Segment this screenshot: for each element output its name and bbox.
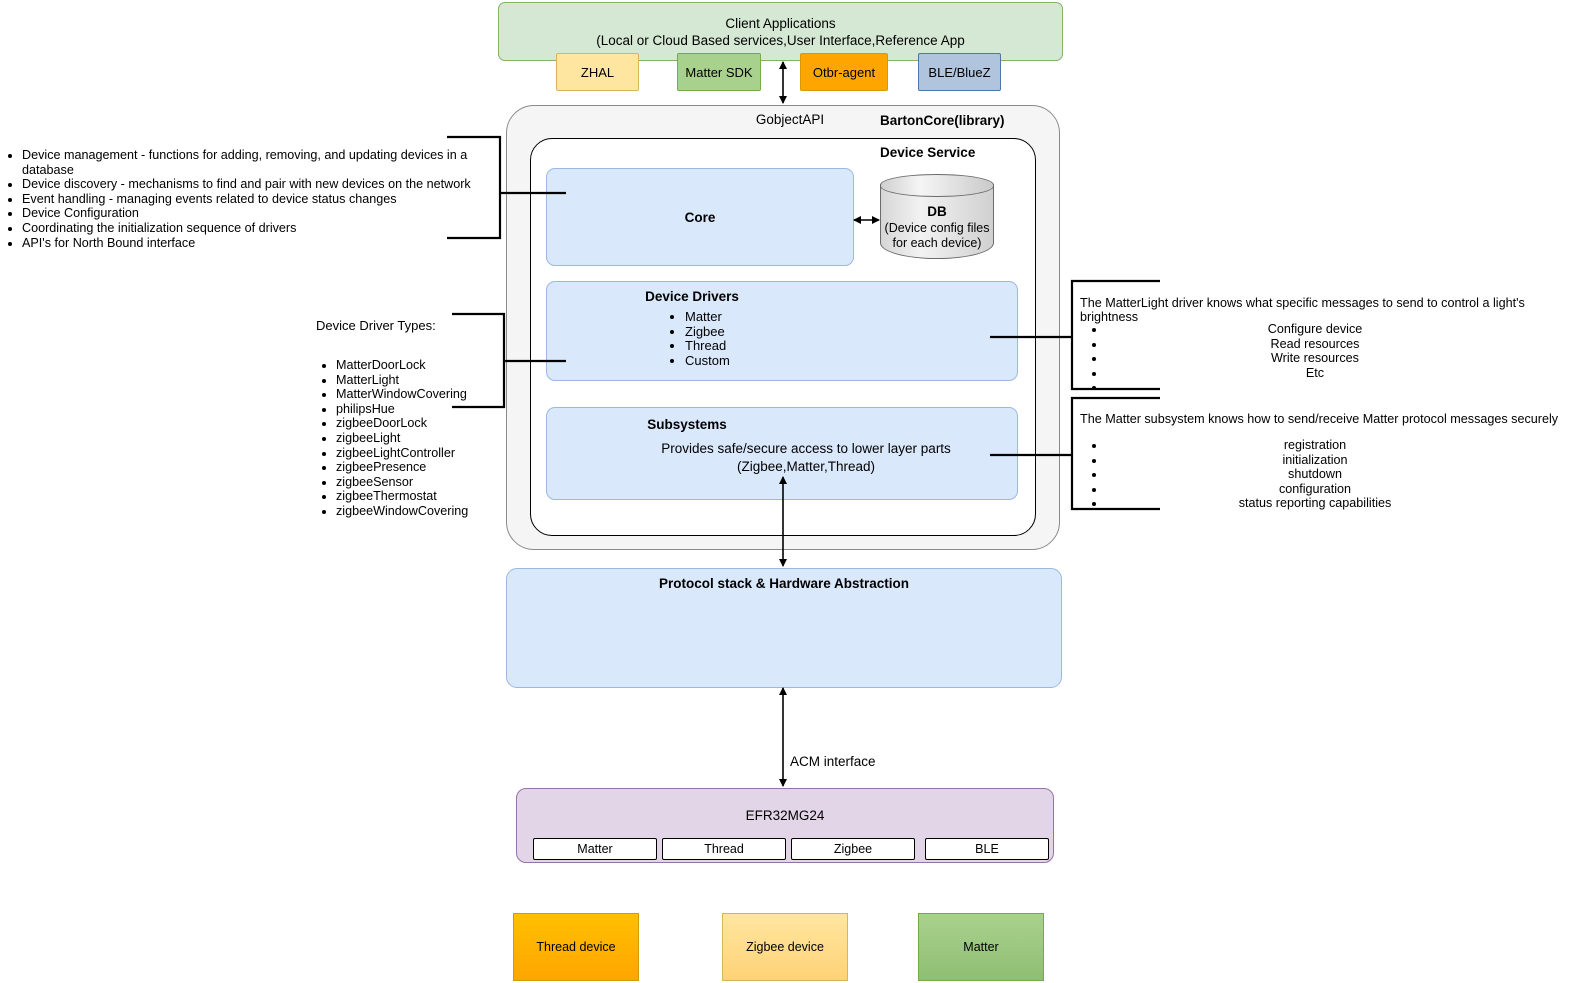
matterlight-note-title: The MatterLight driver knows what specif… bbox=[1080, 296, 1525, 324]
matterlight-note-values: Configure device Read resources Write re… bbox=[1072, 322, 1558, 380]
legend-thread-device: Thread device bbox=[513, 913, 639, 981]
subsystems-box: Subsystems Provides safe/secure access t… bbox=[546, 407, 1018, 500]
db-cylinder-top bbox=[880, 174, 994, 197]
note-value: registration bbox=[1283, 438, 1347, 452]
client-applications-box: Client Applications (Local or Cloud Base… bbox=[498, 2, 1063, 61]
matter-subsystem-note-title: The Matter subsystem knows how to send/r… bbox=[1080, 412, 1559, 426]
list-item: Device Configuration bbox=[22, 206, 522, 221]
list-item: Zigbee bbox=[685, 324, 730, 340]
db-title: DB bbox=[927, 204, 947, 219]
acm-interface-label: ACM interface bbox=[790, 754, 876, 769]
legend-matter: Matter bbox=[918, 913, 1044, 981]
note-value: Configure device bbox=[1267, 322, 1363, 336]
subsystems-description: Provides safe/secure access to lower lay… bbox=[547, 440, 1065, 476]
list-item: Coordinating the initialization sequence… bbox=[22, 221, 522, 236]
db-subtitle-line2: for each device) bbox=[892, 236, 982, 250]
matter-subsystem-note-values: registration initialization shutdown con… bbox=[1072, 438, 1558, 511]
efr32-chip-thread: Thread bbox=[662, 838, 786, 860]
client-applications-subtitle: (Local or Cloud Based services,User Inte… bbox=[596, 32, 965, 48]
list-item: MatterWindowCovering bbox=[336, 387, 516, 402]
protocol-chip-otbr-agent: Otbr-agent bbox=[800, 53, 888, 91]
protocol-stack-title: Protocol stack & Hardware Abstraction bbox=[658, 576, 910, 591]
list-item: zigbeeLightController bbox=[336, 446, 516, 461]
subsystems-title: Subsystems bbox=[647, 417, 727, 432]
list-item: zigbeePresence bbox=[336, 460, 516, 475]
note-value: initialization bbox=[1282, 452, 1348, 467]
matter-subsystem-note: The Matter subsystem knows how to send/r… bbox=[1072, 404, 1572, 511]
db-text: DB (Device config files for each device) bbox=[880, 204, 994, 252]
efr32-chip-ble: BLE bbox=[925, 838, 1049, 860]
left-notes-list: Device management - functions for adding… bbox=[2, 148, 522, 250]
core-box: Core bbox=[546, 168, 854, 266]
list-item: zigbeeDoorLock bbox=[336, 416, 516, 431]
client-applications-title: Client Applications bbox=[725, 15, 836, 31]
efr32mg24-title: EFR32MG24 bbox=[745, 808, 825, 823]
list-item: MatterDoorLock bbox=[336, 358, 516, 373]
efr32-chip-matter: Matter bbox=[533, 838, 657, 860]
db-subtitle-line1: (Device config files bbox=[884, 220, 990, 235]
list-item: zigbeeSensor bbox=[336, 475, 516, 490]
list-item: Custom bbox=[685, 353, 730, 369]
device-driver-types-list: MatterDoorLock MatterLight MatterWindowC… bbox=[316, 358, 516, 519]
list-item: zigbeeWindowCovering bbox=[336, 504, 516, 519]
device-driver-types-title-text: Device Driver Types bbox=[316, 318, 433, 333]
subsystems-desc-line2: (Zigbee,Matter,Thread) bbox=[736, 459, 876, 474]
subsystems-desc-line1: Provides safe/secure access to lower lay… bbox=[661, 441, 951, 456]
note-value: shutdown bbox=[1288, 467, 1342, 482]
barton-core-label: BartonCore(library) bbox=[880, 113, 1005, 128]
efr32-chip-zigbee: Zigbee bbox=[791, 838, 915, 860]
protocol-stack-box: Protocol stack & Hardware Abstraction bbox=[506, 568, 1062, 688]
list-item: Event handling - managing events related… bbox=[22, 192, 522, 207]
matterlight-note: The MatterLight driver knows what specif… bbox=[1072, 288, 1572, 390]
list-item: Matter bbox=[685, 309, 730, 325]
note-value: status reporting capabilities bbox=[1238, 496, 1392, 511]
note-value: Etc bbox=[1305, 365, 1325, 380]
protocol-chip-zhal: ZHAL bbox=[556, 53, 639, 91]
device-service-label: Device Service bbox=[880, 145, 976, 160]
gobject-api-label: GobjectAPI bbox=[755, 112, 825, 127]
list-item: philipsHue bbox=[336, 402, 516, 417]
legend-zigbee-device: Zigbee device bbox=[722, 913, 848, 981]
note-value: Read resources bbox=[1270, 336, 1360, 351]
protocol-chip-matter-sdk: Matter SDK bbox=[677, 53, 761, 91]
list-item: Device discovery - mechanisms to find an… bbox=[22, 177, 522, 192]
device-drivers-title: Device Drivers bbox=[645, 289, 739, 304]
device-driver-types-colon: : bbox=[432, 318, 436, 333]
device-drivers-box: Device Drivers Matter Zigbee Thread Cust… bbox=[546, 281, 1018, 381]
list-item: zigbeeLight bbox=[336, 431, 516, 446]
list-item: Device management - functions for adding… bbox=[22, 148, 522, 177]
list-item: Thread bbox=[685, 339, 730, 354]
list-item: zigbeeThermostat bbox=[336, 489, 516, 504]
database-cylinder: DB (Device config files for each device) bbox=[880, 174, 994, 268]
device-driver-types-title: Device Driver Types: bbox=[316, 318, 436, 333]
note-value: configuration bbox=[1278, 481, 1352, 496]
core-label: Core bbox=[684, 209, 716, 225]
list-item: API's for North Bound interface bbox=[22, 236, 522, 251]
device-drivers-list: Matter Zigbee Thread Custom bbox=[667, 309, 730, 369]
note-value: Write resources bbox=[1271, 351, 1359, 366]
protocol-chip-ble-bluez: BLE/BlueZ bbox=[918, 53, 1001, 91]
list-item: MatterLight bbox=[336, 373, 516, 388]
